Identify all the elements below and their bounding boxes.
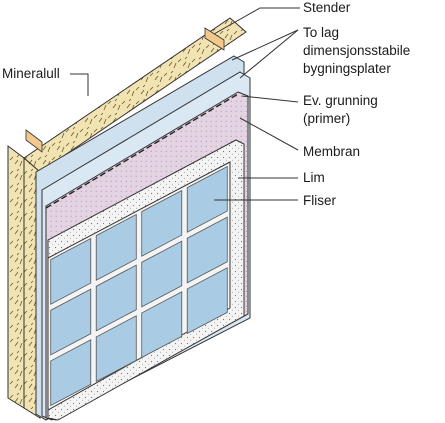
tile [186, 216, 228, 284]
tile [50, 288, 92, 356]
tile [141, 189, 183, 257]
label-stender: Stender [303, 0, 351, 15]
label-mineralull: Mineralull [2, 66, 60, 81]
tile [186, 165, 228, 233]
leader-grunning [241, 95, 299, 103]
leader-plater-a [231, 29, 299, 61]
labels: Stender To lag dimensjonsstabile bygning… [2, 0, 410, 208]
tile [95, 213, 137, 281]
label-grunning-1: Ev. grunning [303, 93, 378, 108]
leader-lines [70, 7, 300, 201]
tile [50, 339, 92, 407]
tile [141, 291, 183, 359]
tile [95, 315, 137, 383]
label-plater-2: dimensjonsstabile [303, 43, 410, 58]
label-membran: Membran [303, 144, 360, 159]
tile [141, 240, 183, 308]
leader-stender [213, 7, 300, 35]
label-plater-1: To lag [303, 25, 339, 40]
tile-grid [47, 161, 231, 411]
leader-plater-b [239, 29, 299, 79]
tile [186, 267, 228, 335]
label-lim: Lim [303, 170, 325, 185]
tile [50, 237, 92, 305]
leader-membran [239, 117, 299, 151]
leader-mineralull [70, 73, 89, 96]
label-plater-3: bygningsplater [303, 61, 391, 76]
label-fliser: Fliser [303, 193, 337, 208]
label-grunning-2: (primer) [303, 111, 350, 126]
stud-layer [25, 27, 225, 153]
tile [95, 264, 137, 332]
